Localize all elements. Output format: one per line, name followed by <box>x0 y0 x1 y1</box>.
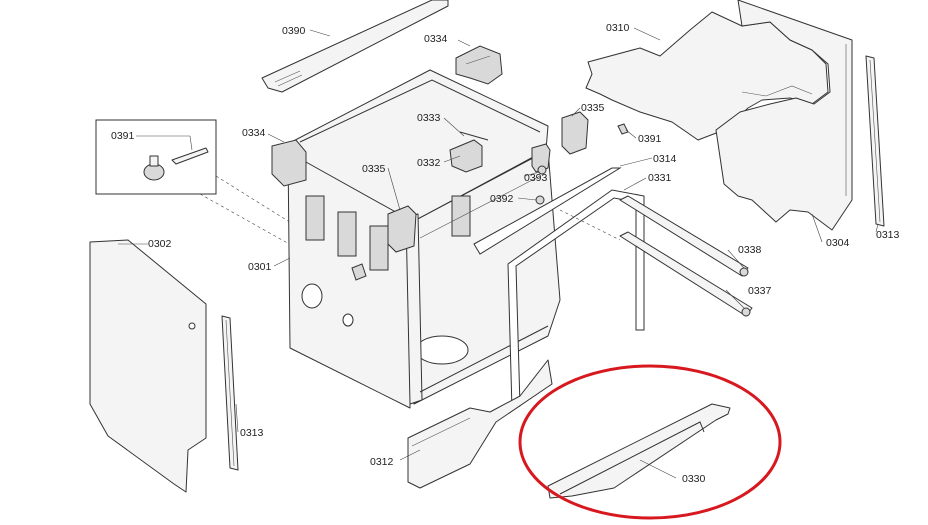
label-0391-right: 0391 <box>638 133 662 145</box>
label-0313-right: 0313 <box>876 229 900 241</box>
label-0302: 0302 <box>148 238 172 250</box>
highlight-ellipse <box>518 364 782 520</box>
part-0313-left-strip <box>221 315 239 471</box>
part-0335-corner-brackets <box>387 111 589 253</box>
label-0390: 0390 <box>282 25 306 37</box>
label-0331: 0331 <box>648 172 672 184</box>
label-0335-left: 0335 <box>362 163 386 175</box>
part-0334-left-bracket <box>271 139 307 187</box>
part-0392-0393-fasteners <box>351 123 629 281</box>
label-0337: 0337 <box>748 285 772 297</box>
leader-lines <box>118 27 879 479</box>
part-0330-bottom-channel <box>547 403 731 499</box>
part-0313-right-strip <box>865 55 885 227</box>
part-0304-side-panel <box>715 0 853 231</box>
part-0301-tub <box>275 69 561 409</box>
part-0337-lower-rail <box>619 231 753 317</box>
part-0334-top-latch <box>455 45 503 85</box>
part-0390-strip <box>261 0 449 93</box>
part-0302-side-panel <box>89 239 207 493</box>
label-0332: 0332 <box>417 157 441 169</box>
part-0338-upper-rail <box>619 195 749 277</box>
part-0332-0333-mechanism <box>449 131 489 173</box>
label-0392: 0392 <box>490 193 514 205</box>
label-0312: 0312 <box>370 456 394 468</box>
label-0314: 0314 <box>653 153 677 165</box>
label-0393: 0393 <box>524 172 548 184</box>
label-0304: 0304 <box>826 237 850 249</box>
label-0391-inset: 0391 <box>111 130 135 142</box>
label-0334-top: 0334 <box>424 33 448 45</box>
label-0334-left: 0334 <box>242 127 266 139</box>
label-0333: 0333 <box>417 112 441 124</box>
label-0310: 0310 <box>606 22 630 34</box>
label-0301: 0301 <box>248 261 272 273</box>
label-0338: 0338 <box>738 244 762 256</box>
label-0313-left: 0313 <box>240 427 264 439</box>
label-0330: 0330 <box>682 473 706 485</box>
part-0312-base <box>407 359 553 489</box>
label-0335-right: 0335 <box>581 102 605 114</box>
part-number-labels: 0390 0334 0310 0391 0334 0333 0335 0391 … <box>111 22 900 485</box>
part-0391-inset-box <box>95 119 361 279</box>
